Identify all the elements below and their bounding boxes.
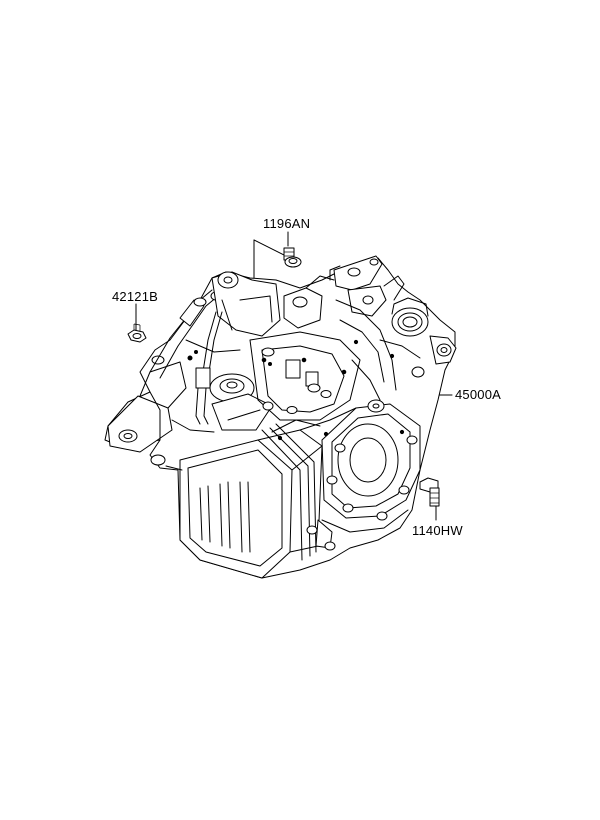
callout-label-1140HW: 1140HW (412, 523, 463, 538)
bolt-1196AN-part (283, 247, 302, 268)
bolt-1140HW-part (419, 477, 440, 507)
drain-plug-42121B-part (127, 323, 147, 343)
transaxle-assembly (104, 255, 457, 579)
callout-label-45000A: 45000A (455, 387, 502, 402)
callout-label-42121B: 42121B (112, 289, 159, 304)
callout-label-1196AN: 1196AN (263, 216, 311, 231)
